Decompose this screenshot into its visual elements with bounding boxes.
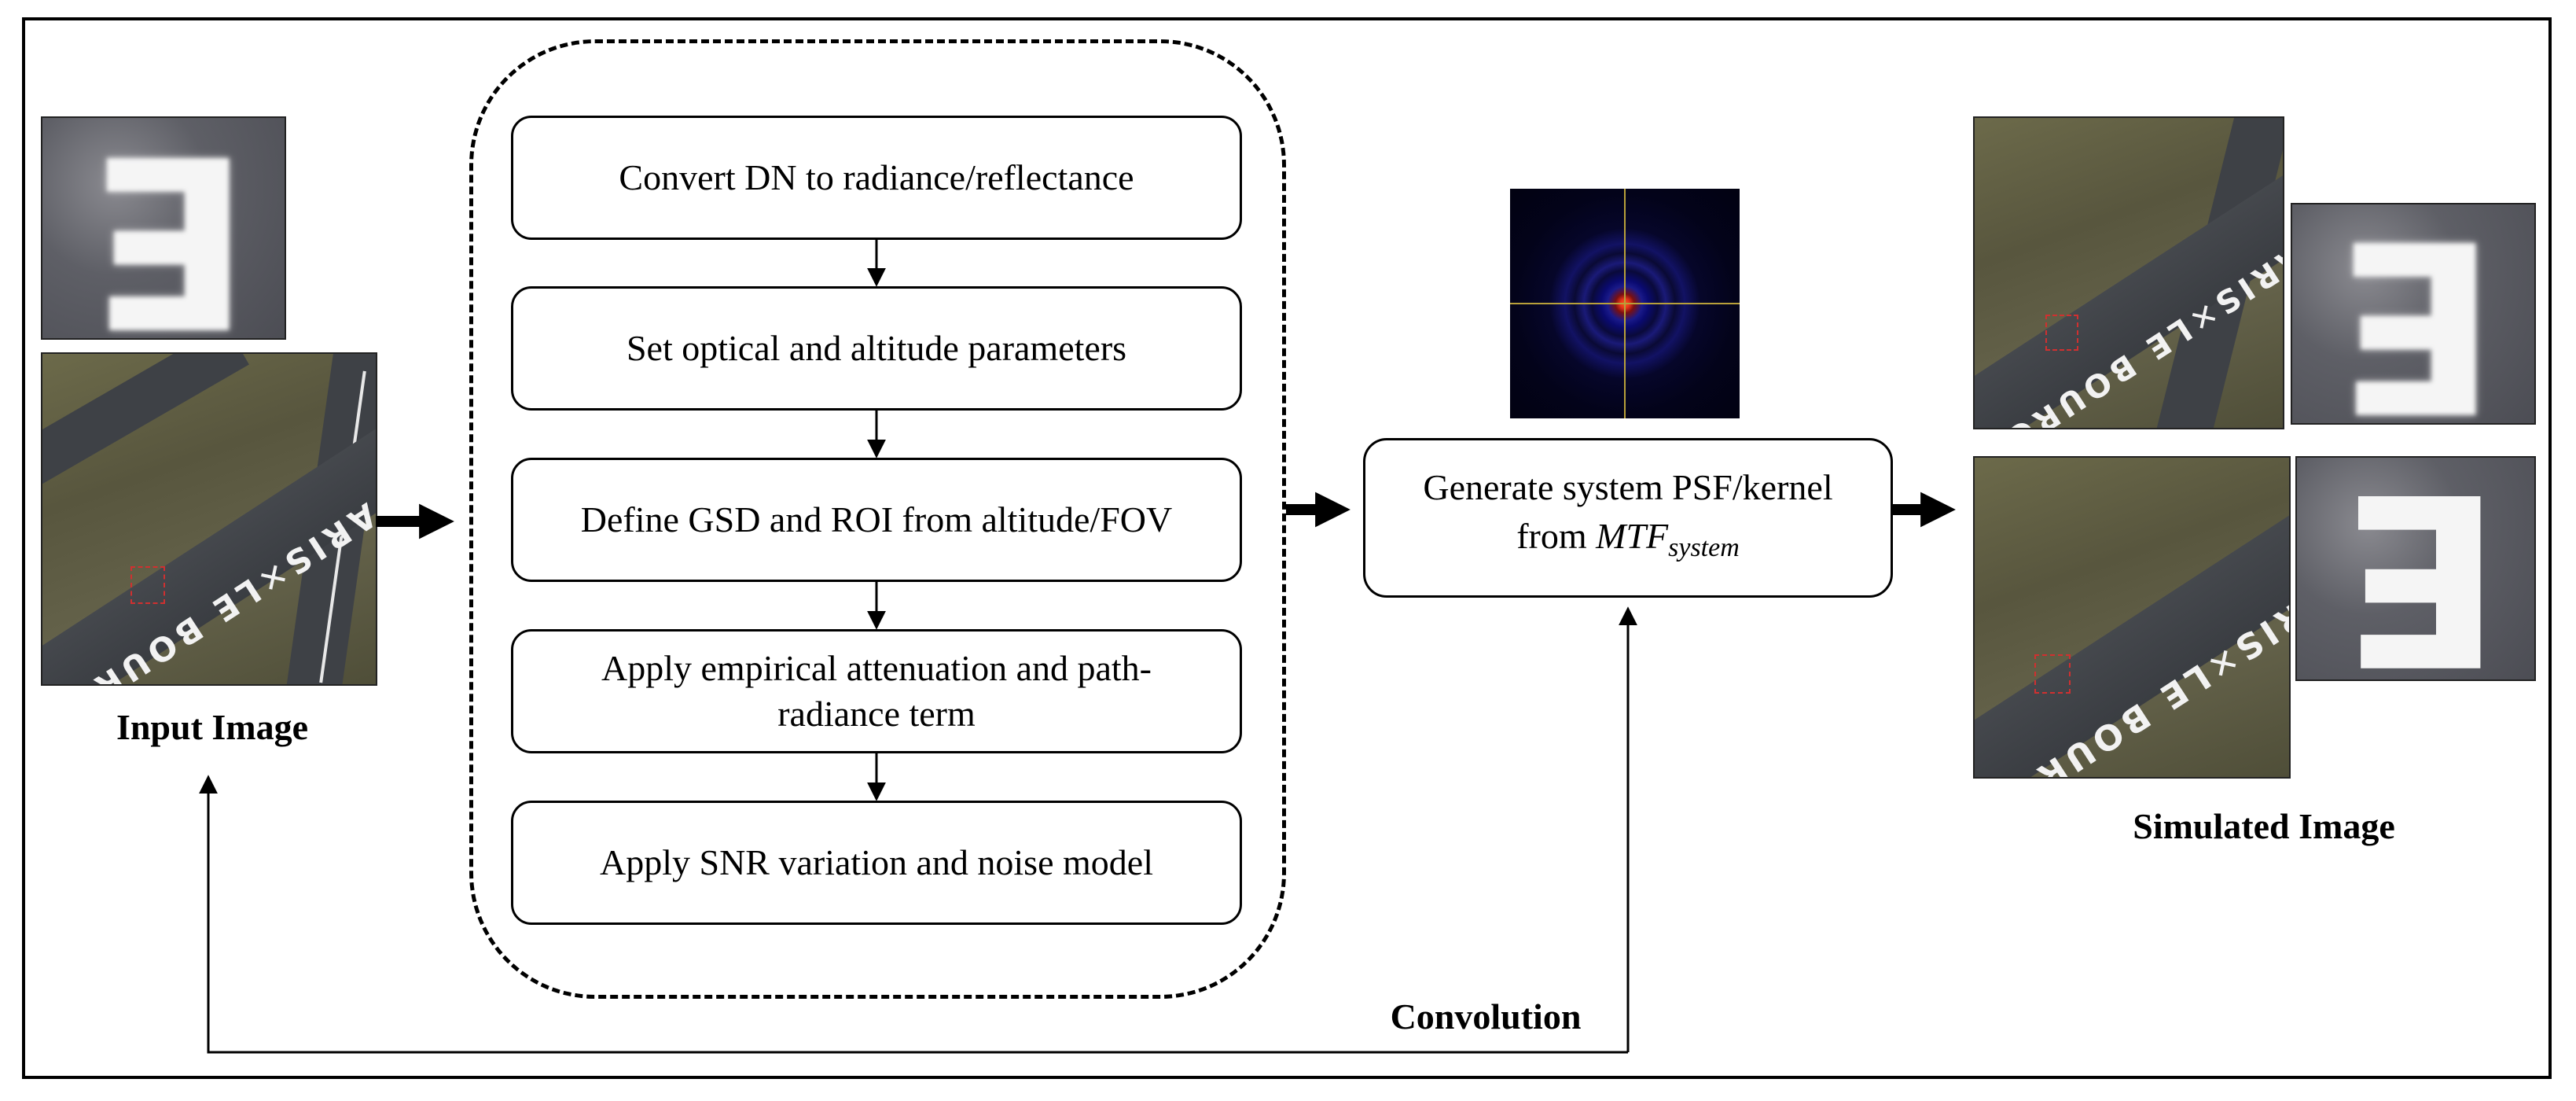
output-aerial-image-2: ✕ DE PARIS✕LE BOURG <box>1973 456 2291 779</box>
step-attenuation: Apply empirical attenuation and path-rad… <box>511 629 1242 753</box>
step-snr-noise: Apply SNR variation and noise model <box>511 801 1242 925</box>
psf-generation-box: Generate system PSF/kernel from MTFsyste… <box>1363 438 1893 598</box>
psf-line1: Generate system PSF/kernel <box>1423 467 1833 507</box>
figure-border <box>22 17 2552 1079</box>
psf-line2-prefix: from <box>1516 516 1587 556</box>
region-marker <box>2045 315 2078 351</box>
input-zoom-image: E <box>41 116 286 340</box>
convolution-label: Convolution <box>1390 996 1582 1037</box>
zoom-letter: E <box>2336 203 2497 425</box>
psf-line2: from MTFsystem <box>1516 512 1740 573</box>
step-define-gsd: Define GSD and ROI from altitude/FOV <box>511 458 1242 582</box>
output-zoom-image-1: E <box>2291 203 2536 425</box>
zoom-letter: E <box>2341 456 2502 681</box>
input-caption: Input Image <box>116 707 309 747</box>
output-zoom-image-2: E <box>2295 456 2536 681</box>
output-caption: Simulated Image <box>2133 806 2395 846</box>
region-marker <box>2034 654 2071 694</box>
region-marker <box>130 566 165 604</box>
arrow-convolution-to-input <box>199 775 1628 1054</box>
step-convert-dn: Convert DN to radiance/reflectance <box>511 116 1242 240</box>
processing-steps-group <box>469 39 1286 999</box>
mtf-system-formula: MTFsystem <box>1596 516 1740 562</box>
psf-kernel-image <box>1510 189 1740 418</box>
output-aerial-image-1: ✕ DE PARIS✕LE BOURG <box>1973 116 2284 429</box>
step-optical-params: Set optical and altitude parameters <box>511 286 1242 411</box>
input-aerial-image: ✕ DE PARIS✕LE BOURG <box>41 352 377 686</box>
kernel-crosshair-v <box>1624 189 1626 418</box>
